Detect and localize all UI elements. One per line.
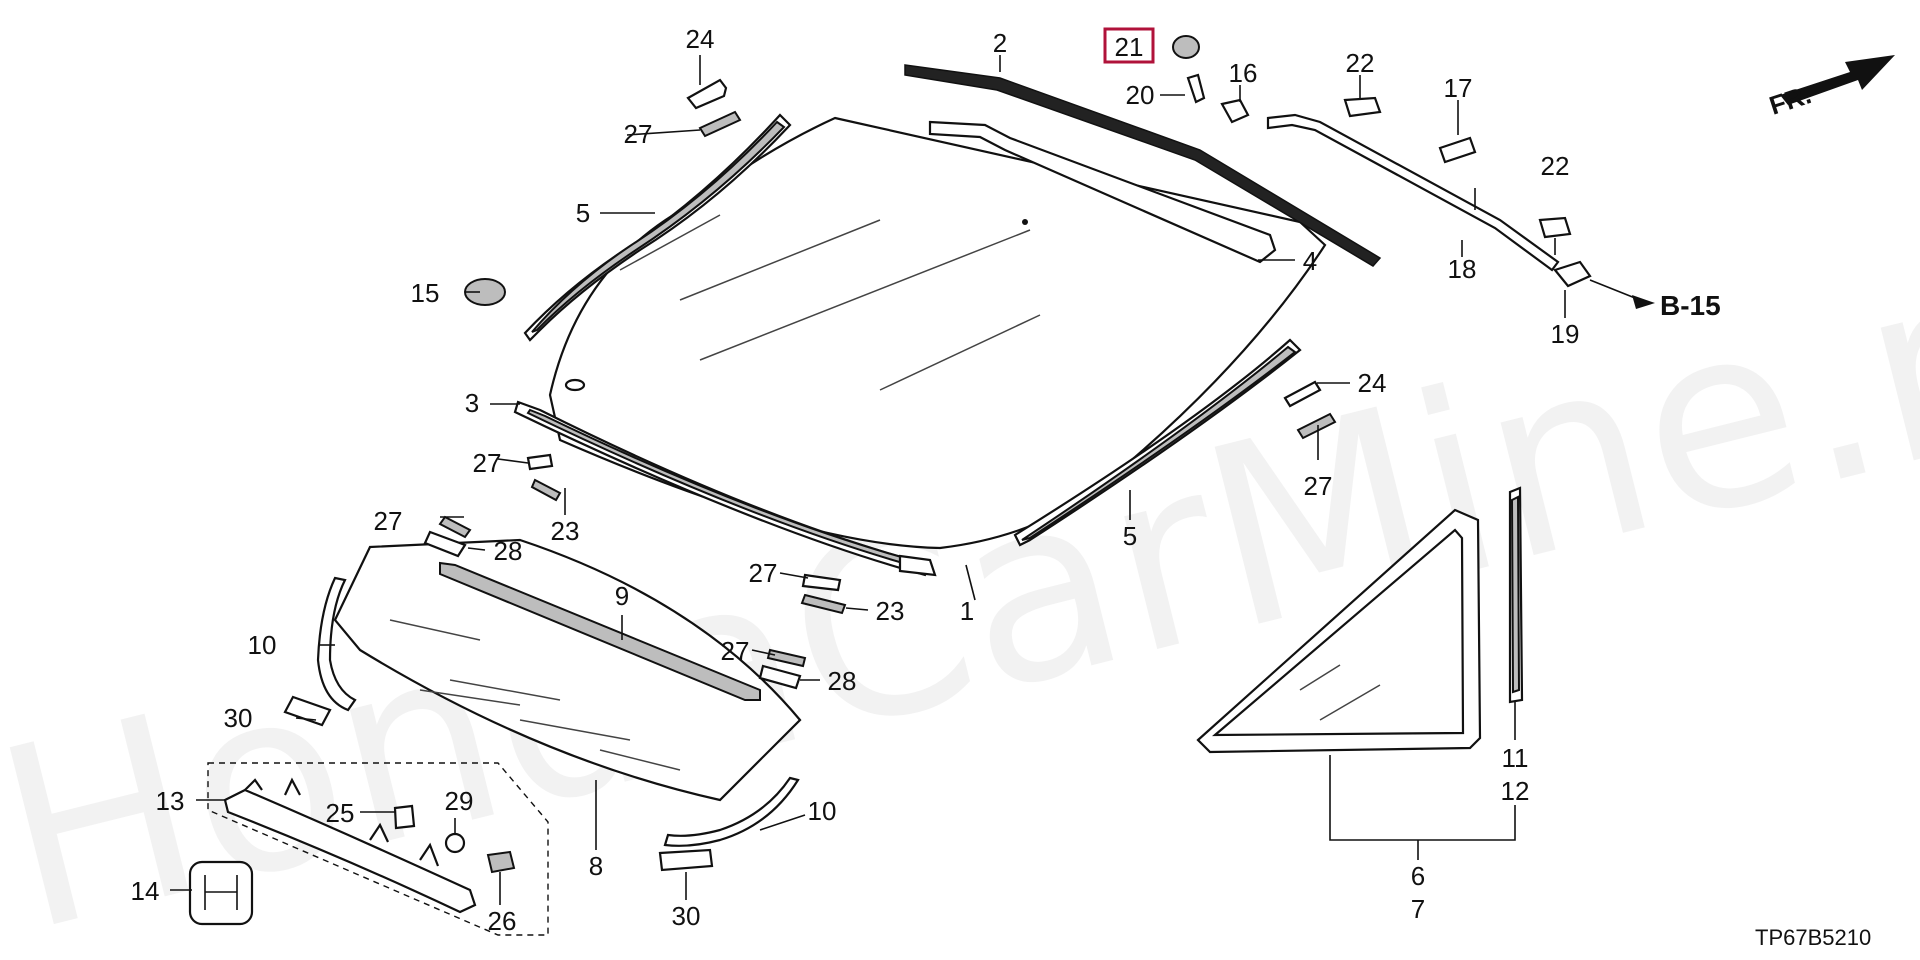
quarter-side-strip-inner bbox=[1510, 495, 1521, 694]
callout-21[interactable]: 21 bbox=[1115, 32, 1144, 62]
callout-30-left[interactable]: 30 bbox=[224, 703, 253, 733]
callout-27-lower-mid[interactable]: 27 bbox=[721, 636, 750, 666]
spacer-27-top[interactable] bbox=[698, 110, 742, 138]
callout-22-top[interactable]: 22 bbox=[1346, 48, 1375, 78]
callout-28-mid[interactable]: 28 bbox=[828, 666, 857, 696]
spacer-27-left-lower[interactable] bbox=[438, 515, 472, 539]
callout-24-right[interactable]: 24 bbox=[1358, 368, 1387, 398]
callout-11[interactable]: 11 bbox=[1502, 743, 1529, 773]
cap-21[interactable] bbox=[1172, 35, 1200, 59]
callout-19[interactable]: 19 bbox=[1551, 319, 1580, 349]
pad-28-left[interactable] bbox=[423, 530, 467, 558]
callout-26[interactable]: 26 bbox=[488, 906, 517, 936]
callout-15[interactable]: 15 bbox=[411, 278, 440, 308]
spacer-27-lower-mid[interactable] bbox=[766, 648, 807, 668]
callout-24-top[interactable]: 24 bbox=[686, 24, 715, 54]
callout-23-mid[interactable]: 23 bbox=[876, 596, 905, 626]
bracket-24-top[interactable] bbox=[686, 78, 728, 110]
callout-16[interactable]: 16 bbox=[1229, 58, 1258, 88]
highlight-box-21 bbox=[1103, 27, 1155, 64]
rear-side-strip-right[interactable] bbox=[663, 776, 800, 847]
spacer-27-mid[interactable] bbox=[801, 573, 842, 592]
diagram-code: TP67B5210 bbox=[1755, 925, 1871, 950]
callout-27-top[interactable]: 27 bbox=[624, 119, 653, 149]
rear-pad-left[interactable] bbox=[283, 695, 332, 727]
callout-10-right[interactable]: 10 bbox=[808, 796, 837, 826]
reference-b15[interactable]: B-15 bbox=[1660, 290, 1721, 321]
bracket-group-box bbox=[207, 762, 549, 936]
rear-upper-strip[interactable] bbox=[439, 561, 761, 701]
callout-6[interactable]: 6 bbox=[1411, 861, 1425, 891]
callout-28-left[interactable]: 28 bbox=[494, 536, 523, 566]
washer-tube-18[interactable] bbox=[1266, 113, 1560, 272]
connector-16[interactable] bbox=[1220, 98, 1250, 124]
quarter-glass[interactable] bbox=[1196, 508, 1482, 754]
spacer-27-right[interactable] bbox=[1296, 412, 1337, 440]
pad-17[interactable] bbox=[1438, 136, 1477, 164]
side-molding-right[interactable] bbox=[1013, 338, 1302, 547]
windshield-lower-trim[interactable] bbox=[898, 554, 937, 577]
roof-molding-strip[interactable] bbox=[904, 64, 1382, 267]
spacer-27-left-mid[interactable] bbox=[526, 453, 554, 471]
callout-7[interactable]: 7 bbox=[1411, 894, 1425, 924]
callout-4[interactable]: 4 bbox=[1303, 246, 1317, 276]
spacer-23-left[interactable] bbox=[530, 478, 562, 502]
callout-27-right[interactable]: 27 bbox=[1304, 471, 1333, 501]
rear-pad-bottom[interactable] bbox=[658, 848, 714, 872]
callout-5-right[interactable]: 5 bbox=[1123, 521, 1137, 551]
callout-29[interactable]: 29 bbox=[445, 786, 474, 816]
front-direction-label: FR. bbox=[1766, 79, 1815, 120]
pad-28-mid[interactable] bbox=[758, 664, 802, 690]
rear-side-strip-left[interactable] bbox=[316, 576, 357, 712]
callout-2[interactable]: 2 bbox=[993, 28, 1007, 58]
emblem-bracket[interactable] bbox=[223, 788, 477, 914]
clip-22-top[interactable] bbox=[1343, 96, 1382, 118]
b15-arrow bbox=[1632, 295, 1655, 309]
callout-27-left-lower[interactable]: 27 bbox=[374, 506, 403, 536]
clip-22-right[interactable] bbox=[1538, 216, 1572, 239]
callout-10-left[interactable]: 10 bbox=[248, 630, 277, 660]
h-emblem[interactable] bbox=[188, 860, 254, 926]
callout-20[interactable]: 20 bbox=[1126, 80, 1155, 110]
emblem-bracket-tabs bbox=[244, 777, 440, 867]
connector-19[interactable] bbox=[1553, 260, 1592, 288]
callout-3[interactable]: 3 bbox=[465, 388, 479, 418]
callout-14[interactable]: 14 bbox=[131, 876, 160, 906]
upper-seal-strip[interactable] bbox=[928, 120, 1277, 264]
callout-5-left[interactable]: 5 bbox=[576, 198, 590, 228]
side-molding-left-inner bbox=[531, 120, 786, 333]
leader-lines bbox=[170, 55, 1641, 905]
callout-1[interactable]: 1 bbox=[960, 596, 974, 626]
clip-25[interactable] bbox=[393, 804, 416, 830]
callout-22-right[interactable]: 22 bbox=[1541, 151, 1570, 181]
spacer-23-mid[interactable] bbox=[800, 593, 847, 615]
callout-25[interactable]: 25 bbox=[326, 798, 355, 828]
nut-29[interactable] bbox=[444, 832, 466, 854]
rear-window-glass[interactable] bbox=[333, 538, 802, 802]
callout-9[interactable]: 9 bbox=[615, 581, 629, 611]
clip-26[interactable] bbox=[486, 850, 516, 874]
callout-17[interactable]: 17 bbox=[1444, 73, 1473, 103]
side-molding-right-inner bbox=[1021, 345, 1297, 541]
callout-30-bottom[interactable]: 30 bbox=[672, 901, 701, 931]
callout-8[interactable]: 8 bbox=[589, 851, 603, 881]
callout-13[interactable]: 13 bbox=[156, 786, 185, 816]
callout-27-left-mid[interactable]: 27 bbox=[473, 448, 502, 478]
front-direction-arrow bbox=[1780, 55, 1895, 105]
bracket-24-right[interactable] bbox=[1283, 380, 1322, 408]
callout-12[interactable]: 12 bbox=[1501, 776, 1530, 806]
callout-23-left[interactable]: 23 bbox=[551, 516, 580, 546]
callout-27-mid[interactable]: 27 bbox=[749, 558, 778, 588]
callout-18[interactable]: 18 bbox=[1448, 254, 1477, 284]
clip-20[interactable] bbox=[1186, 73, 1206, 104]
